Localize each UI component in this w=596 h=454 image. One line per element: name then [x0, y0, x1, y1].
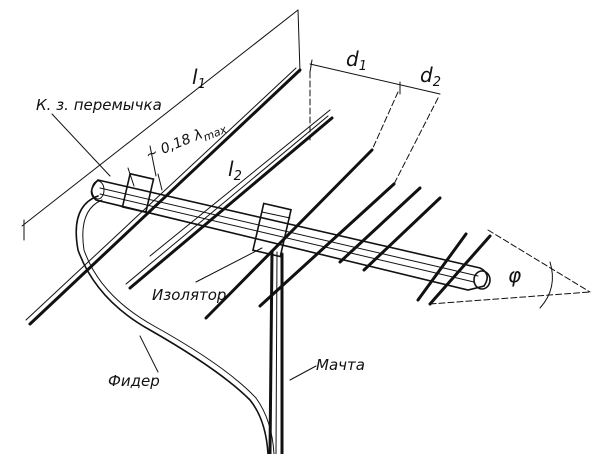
director-elements: [204, 148, 492, 320]
mast-label: Мачта: [316, 356, 365, 374]
active-dipole-element: [125, 115, 334, 290]
dim-d2-label: d2: [420, 63, 441, 90]
reflector-element: [25, 67, 302, 326]
mast: [268, 250, 284, 454]
feeder-label: Фидер: [108, 372, 160, 390]
angle-label: φ: [508, 263, 521, 287]
dim-l2-label: l2: [228, 157, 242, 184]
feeder-cable: [75, 195, 275, 454]
short-jumper-label: К. з. перемычка: [36, 96, 162, 114]
insulator-block: [252, 202, 292, 258]
dimension-lines: [21, 9, 591, 381]
short-jumper-clamp: [121, 167, 163, 214]
dim-d1-label: d1: [346, 47, 367, 74]
labels: l1 d1 d2 l2 К. з. перемычка ~ 0,18 λmax …: [36, 47, 521, 390]
insulator-label: Изолятор: [152, 286, 226, 304]
boom: [90, 179, 491, 291]
dim-l1-label: l1: [192, 65, 206, 92]
